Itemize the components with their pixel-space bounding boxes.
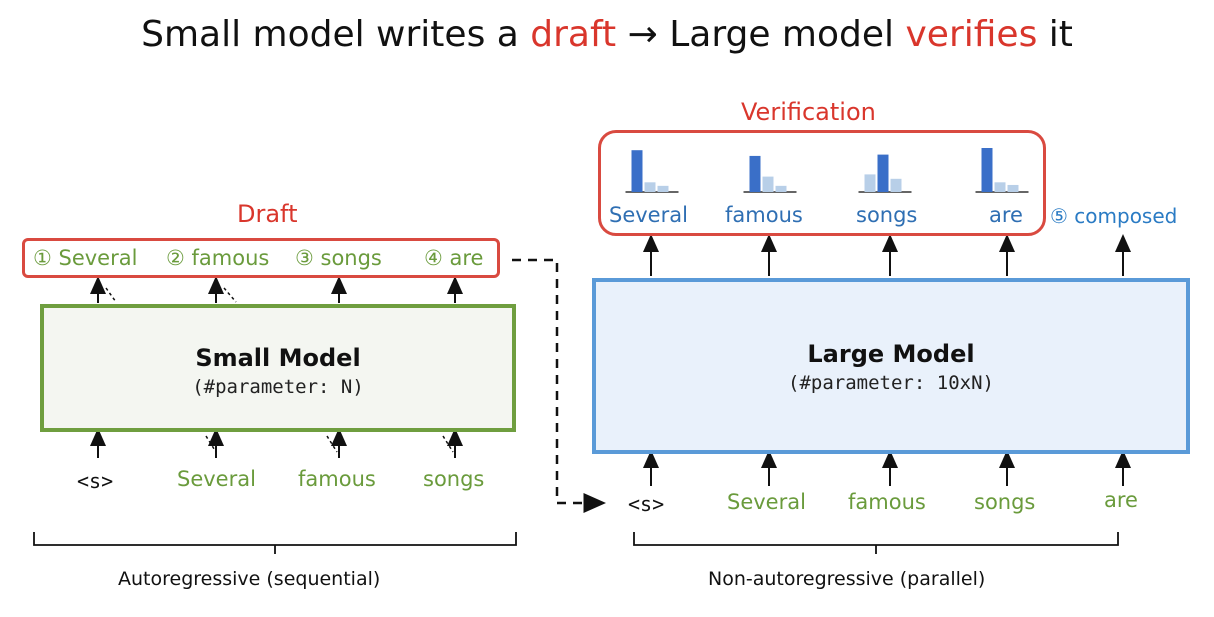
distribution-bar	[864, 174, 876, 192]
small-model-name: Small Model	[195, 344, 361, 372]
feedback-dash-5	[442, 435, 454, 453]
draft-box	[22, 238, 500, 278]
large-model-params: (#parameter: 10xN)	[788, 372, 994, 394]
small-model-params: (#parameter: N)	[192, 376, 364, 398]
draft-token-1: ① Several	[33, 246, 138, 270]
right-brace	[633, 532, 1119, 554]
distribution-bar	[890, 178, 902, 192]
left-brace	[33, 532, 517, 554]
title-part3: it	[1037, 14, 1073, 55]
large-input-1: <s>	[628, 492, 665, 516]
left-caption: Autoregressive (sequential)	[118, 568, 381, 590]
draft-token-2: ② famous	[166, 246, 270, 270]
distribution-bar	[749, 155, 761, 192]
distribution-bar	[981, 148, 993, 192]
title-verifies-word: verifies	[905, 14, 1038, 55]
large-input-4: songs	[974, 490, 1036, 514]
verification-label: Verification	[741, 98, 876, 126]
large-input-2: Several	[727, 490, 806, 514]
feedback-dash-2	[223, 287, 237, 303]
large-input-3: famous	[848, 490, 926, 514]
verified-token-3: songs	[856, 203, 918, 227]
distribution-bars	[625, 148, 1029, 193]
small-input-2: Several	[177, 467, 256, 491]
draft-label: Draft	[237, 200, 298, 228]
small-input-4: songs	[423, 467, 485, 491]
distribution-bar	[762, 176, 774, 192]
large-model-box: Large Model (#parameter: 10xN)	[592, 278, 1190, 454]
extra-token: ⑤ composed	[1050, 204, 1178, 228]
verified-token-2: famous	[725, 203, 803, 227]
distribution-bar	[877, 154, 889, 192]
distribution-bar	[1007, 184, 1019, 192]
feedback-dash-3	[205, 435, 217, 453]
distribution-bar	[657, 185, 669, 192]
verified-token-4: are	[989, 203, 1023, 227]
distribution-bar	[775, 185, 787, 192]
draft-token-4: ④ are	[424, 246, 484, 270]
verified-token-1: Several	[609, 203, 688, 227]
feedback-dash-1	[105, 287, 117, 303]
draft-to-large-connector	[512, 258, 606, 513]
title-draft-word: draft	[530, 14, 617, 55]
large-input-5: are	[1104, 488, 1138, 512]
small-input-1: <s>	[77, 469, 114, 493]
small-input-3: famous	[298, 467, 376, 491]
distribution-bar	[644, 182, 656, 192]
title-part1: Small model writes a	[141, 14, 531, 55]
distribution-bar	[631, 150, 643, 192]
title-part2: → Large model	[616, 14, 906, 55]
small-model-box: Small Model (#parameter: N)	[40, 304, 516, 432]
verification-box	[598, 130, 1046, 236]
page-title: Small model writes a draft → Large model…	[0, 14, 1214, 55]
large-model-name: Large Model	[807, 340, 975, 368]
feedback-dash-4	[326, 435, 338, 453]
distribution-bar	[994, 182, 1006, 192]
draft-token-3: ③ songs	[295, 246, 382, 270]
right-caption: Non-autoregressive (parallel)	[708, 568, 986, 590]
